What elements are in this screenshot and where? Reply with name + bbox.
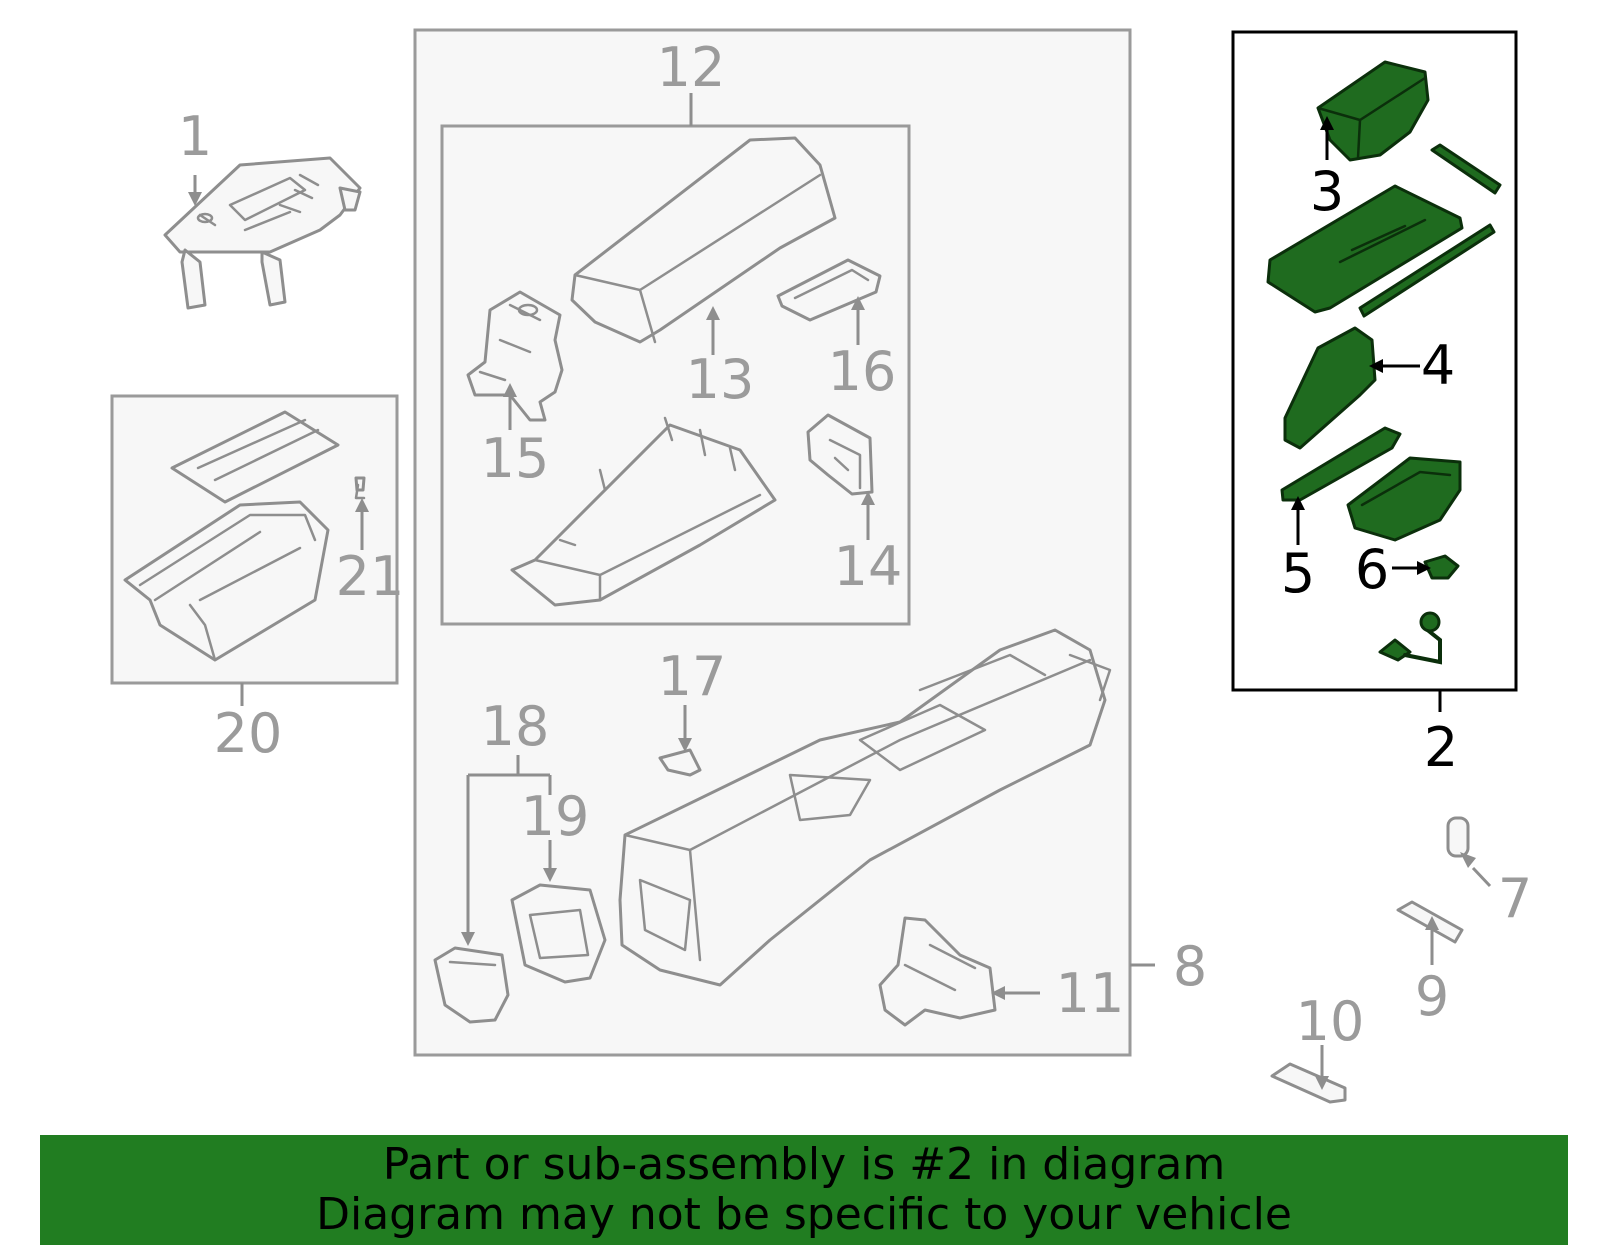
part-6-switch <box>1423 554 1460 580</box>
part-8-center-console <box>618 628 1112 987</box>
part-21-clip <box>354 476 366 500</box>
part-14-latch <box>806 413 874 496</box>
leaders-black <box>1291 116 1442 712</box>
callout-15: 15 <box>481 427 550 490</box>
callout-2: 2 <box>1424 716 1458 779</box>
callout-6: 6 <box>1355 538 1389 601</box>
callout-13: 13 <box>686 348 755 411</box>
leaders-gray <box>188 93 1492 1090</box>
callout-9: 9 <box>1415 965 1449 1028</box>
part-7-bulb <box>1446 816 1470 858</box>
highlight-notice-banner: Part or sub-assembly is #2 in diagram Di… <box>40 1135 1568 1245</box>
part-2-console-panel <box>1266 143 1502 318</box>
part-5-rail <box>1280 426 1402 502</box>
callout-14: 14 <box>834 535 903 598</box>
part-4-trim-panel <box>1283 326 1377 450</box>
banner-line-2: Diagram may not be specific to your vehi… <box>316 1189 1292 1240</box>
part-19-boot-trim <box>510 883 607 984</box>
console-inner-tray <box>510 416 777 607</box>
part-1-shift-bezel <box>163 156 362 310</box>
callout-8: 8 <box>1173 935 1207 998</box>
callout-12: 12 <box>657 36 726 99</box>
part-2-wire-harness <box>1378 611 1442 665</box>
part-18-cup-holder <box>433 946 510 1024</box>
part-11-bracket <box>878 916 997 1027</box>
callout-4: 4 <box>1421 334 1455 397</box>
callout-1: 1 <box>178 105 212 168</box>
callout-11: 11 <box>1056 962 1125 1025</box>
callout-19: 19 <box>521 785 590 848</box>
callout-3: 3 <box>1310 160 1344 223</box>
callout-16: 16 <box>828 340 897 403</box>
part-16-tray <box>776 258 882 322</box>
part-20-storage-box <box>123 410 340 662</box>
part-10-bracket <box>1270 1062 1347 1104</box>
callout-21: 21 <box>336 545 405 608</box>
part-13-armrest-lid <box>570 136 837 344</box>
part-3-cover <box>1316 60 1430 162</box>
callout-10: 10 <box>1296 990 1365 1053</box>
banner-line-1: Part or sub-assembly is #2 in diagram <box>382 1139 1226 1190</box>
callout-5: 5 <box>1281 542 1315 605</box>
callout-18: 18 <box>481 695 550 758</box>
part-6-tray <box>1346 456 1462 542</box>
callout-17: 17 <box>658 645 727 708</box>
callout-20: 20 <box>214 702 283 765</box>
part-15-hinge <box>466 290 564 422</box>
callout-7: 7 <box>1498 867 1532 930</box>
